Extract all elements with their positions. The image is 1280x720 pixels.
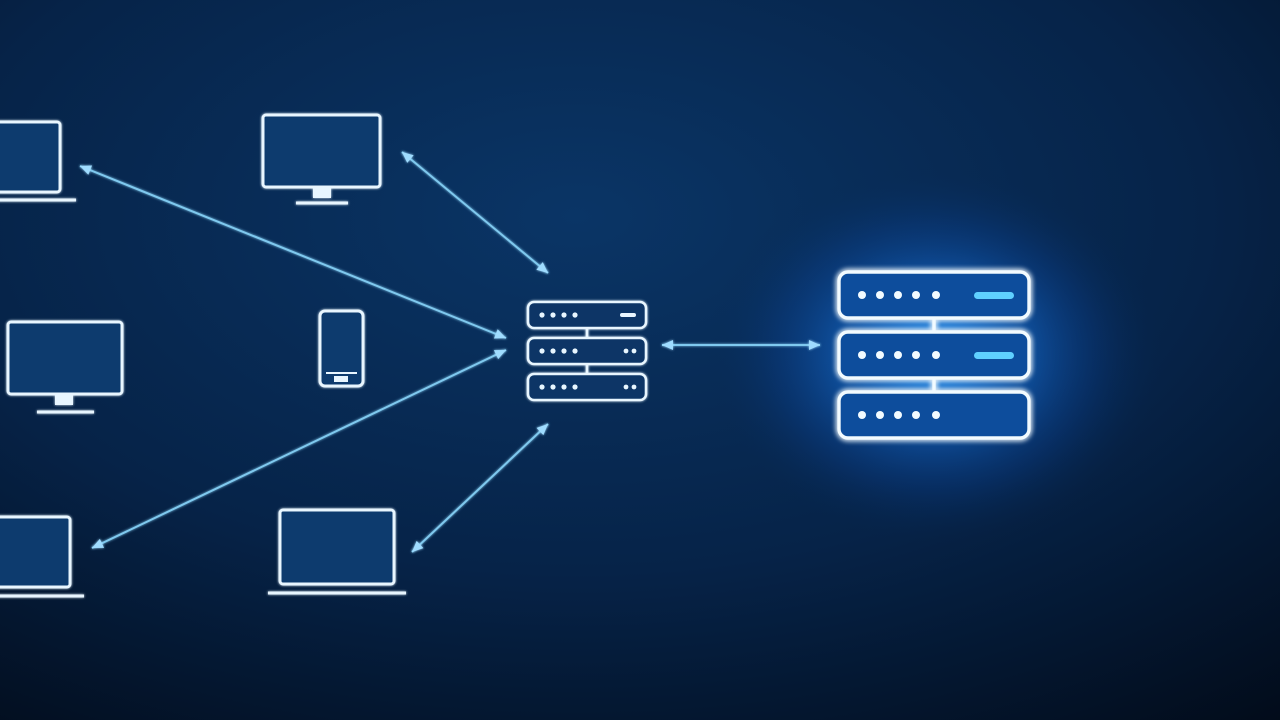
arrowheads [80,152,820,552]
main-server [837,270,1031,440]
smartphone-icon [318,309,365,388]
monitor-icon [261,113,382,205]
main-server-status-bars [974,292,1014,359]
link-laptop-bottom-left [91,349,507,549]
monitor-icon [6,320,124,414]
arrowhead-icon [493,350,506,360]
arrowhead-icon [402,152,414,163]
arrowhead-icon [80,165,93,175]
arrowhead-icon [809,340,820,350]
arrowhead-icon [493,329,506,339]
laptop-bottom [268,508,406,595]
devices [0,113,406,598]
link-laptop-bottom [411,423,549,553]
laptop-bottom-left [0,515,84,598]
laptop-icon [0,120,76,202]
laptop-icon [0,515,84,598]
connection-lines [79,151,820,553]
arrowhead-icon [92,538,105,548]
server-rack-icon [526,300,648,402]
arrowhead-icon [536,424,548,436]
monitor-top [261,113,382,205]
laptop-icon [268,508,406,595]
laptop-top-left [0,120,76,202]
main-server-indicators [858,291,940,419]
link-monitor-top [401,151,549,274]
hub-server [526,300,648,402]
monitor-left [6,320,124,414]
arrowhead-icon [662,340,673,350]
arrowhead-icon [412,540,424,552]
hub-server-indicators [539,312,637,390]
phone [318,309,365,388]
link-laptop-top-left [79,165,507,339]
arrowhead-icon [536,262,548,273]
server-rack-icon [837,270,1031,440]
